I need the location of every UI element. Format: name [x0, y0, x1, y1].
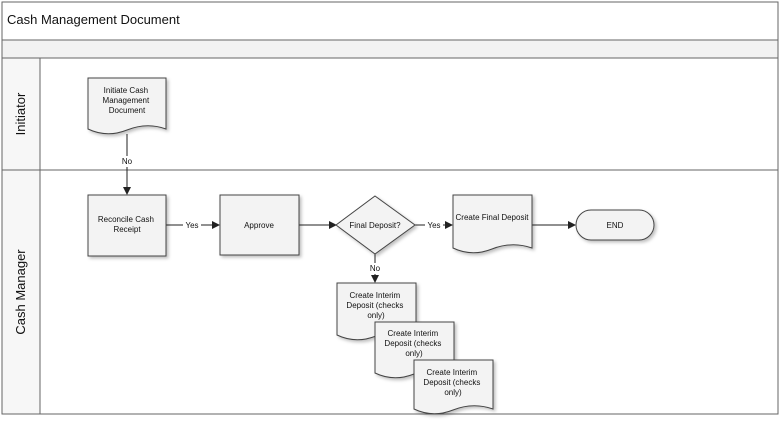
- node-interim-1-line-2: Deposit (checks: [346, 301, 403, 310]
- node-reconcile-line-1: Reconcile Cash: [98, 215, 154, 224]
- svg-text:Create Interim Deposit (: Create Interim Deposit (checks only): [384, 329, 443, 358]
- node-approve-label: Approve: [244, 221, 274, 230]
- node-reconcile-process[interactable]: Reconcile Cash Receipt: [87, 194, 167, 257]
- node-initiate-line-3: Document: [109, 106, 146, 115]
- node-interim-2-line-2: Deposit (checks: [384, 339, 441, 348]
- edge-label-no-2: No: [370, 264, 381, 273]
- lane-initiator-header: [1, 57, 41, 171]
- node-interim-2-line-1: Create Interim: [388, 329, 439, 338]
- connectors: No Yes Yes No: [118, 134, 576, 283]
- node-approve-process[interactable]: Approve: [219, 194, 300, 256]
- edge-label-yes-1: Yes: [185, 221, 198, 230]
- node-end-label: END: [607, 221, 624, 230]
- diagram-title: Cash Management Document: [7, 12, 180, 27]
- node-reconcile-line-2: Receipt: [113, 225, 141, 234]
- node-create-final-document[interactable]: Create Final Deposit: [452, 194, 533, 254]
- node-end-terminator[interactable]: END: [575, 209, 655, 241]
- node-interim-3-line-3: only): [444, 388, 462, 397]
- title-band: [1, 1, 779, 41]
- node-interim-2-line-3: only): [405, 349, 423, 358]
- node-interim-3-line-2: Deposit (checks: [423, 378, 480, 387]
- node-initiate-line-1: Initiate Cash: [104, 86, 148, 95]
- lane-cash-manager-header: [1, 169, 41, 415]
- node-create-final-label: Create Final Deposit: [456, 213, 530, 222]
- edge-label-no-1: No: [122, 157, 133, 166]
- header-spacer-band: [1, 39, 779, 59]
- node-final-deposit-decision[interactable]: Final Deposit?: [335, 195, 416, 255]
- node-decision-label: Final Deposit?: [349, 221, 401, 230]
- svg-text:Create Interim Deposit (: Create Interim Deposit (checks only): [346, 291, 405, 320]
- edge-label-yes-2: Yes: [427, 221, 440, 230]
- svg-text:Create Interim Deposit (: Create Interim Deposit (checks only): [423, 368, 482, 397]
- node-interim-1-line-1: Create Interim: [350, 291, 401, 300]
- node-interim-1-line-3: only): [367, 311, 385, 320]
- node-initiate-line-2: Management: [103, 96, 150, 105]
- svg-text:Initiate Cash Management: Initiate Cash Management Document: [103, 86, 152, 115]
- lane-initiator-label: Initiator: [13, 92, 28, 135]
- svg-text:Reconcile Cash Receipt: Reconcile Cash Receipt: [98, 215, 156, 234]
- node-initiate-document[interactable]: Initiate Cash Management Document: [87, 77, 167, 135]
- node-interim-document-3[interactable]: Create Interim Deposit (checks only): [413, 359, 494, 415]
- node-interim-3-line-1: Create Interim: [427, 368, 478, 377]
- lane-cash-manager-label: Cash Manager: [13, 249, 28, 335]
